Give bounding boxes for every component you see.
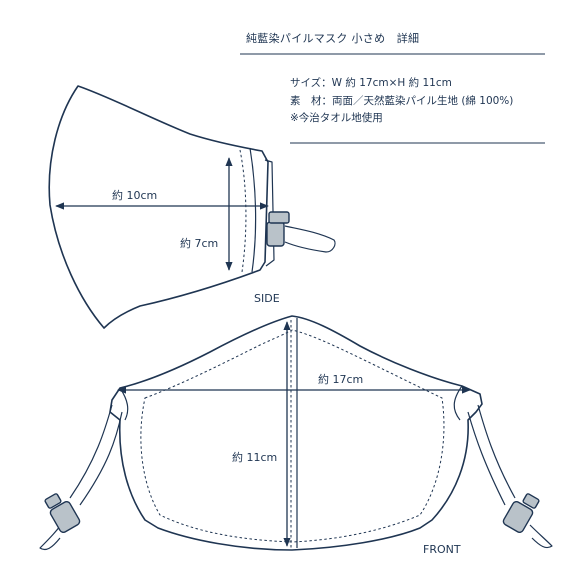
side-ear-strap [284,225,336,253]
front-left-stopper [44,493,81,533]
side-view [48,85,336,329]
side-seam-fold [249,147,257,273]
front-stitch-outline [140,329,445,543]
side-stitch [239,149,247,273]
front-view-label: FRONT [423,543,461,556]
front-right-strap-tail [529,524,553,549]
front-view [39,315,553,551]
side-view-label: SIDE [254,292,280,305]
front-mask-outline [109,315,483,551]
side-width-label: 約 10cm [112,188,157,202]
spec-size: サイズ：W 約 17cm×H 約 11cm [290,77,452,89]
side-mask-outline [48,85,269,329]
side-ear-loop-edge [264,159,275,267]
front-width-label: 約 17cm [318,372,363,386]
spec-material: 素 材：両面／天然藍染パイル生地 (綿 100%) [290,95,514,107]
side-height-label: 約 7cm [180,236,218,250]
front-left-strap [69,404,123,506]
side-stopper [266,211,290,247]
front-right-strap [467,404,516,506]
front-right-stopper [502,493,540,533]
side-stopper-body [266,221,285,247]
front-seam-right [453,385,463,421]
side-stopper-cap [268,211,290,224]
spec-note: ※今治タオル地使用 [290,112,383,124]
page-title: 純藍染パイルマスク 小さめ 詳細 [246,32,420,45]
front-height-label: 約 11cm [232,450,277,464]
